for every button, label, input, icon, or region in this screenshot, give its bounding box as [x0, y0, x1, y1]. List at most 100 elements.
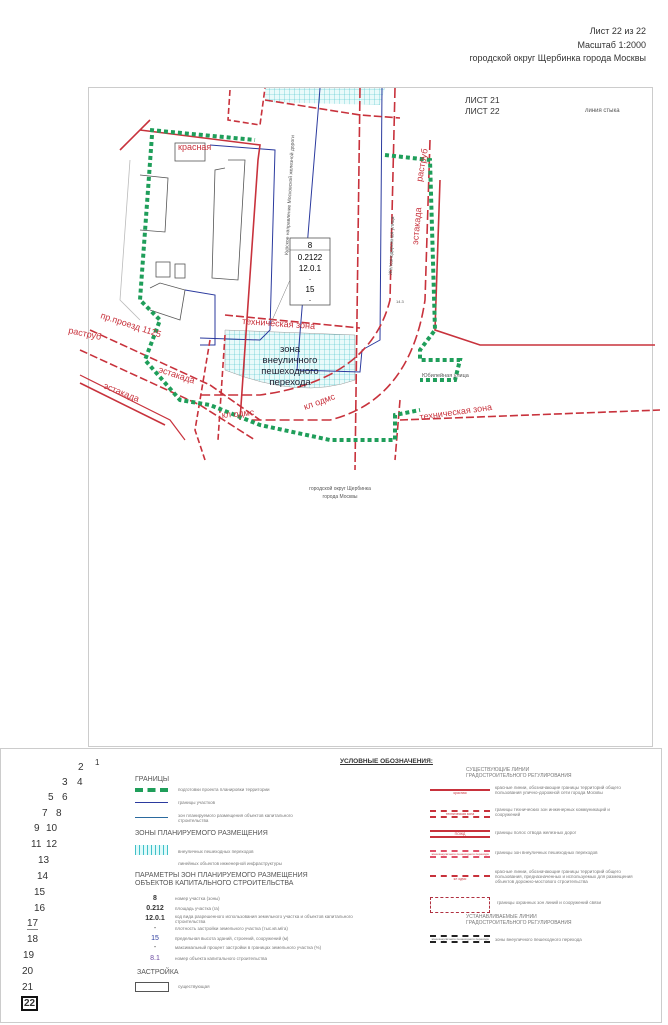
legend-established-list: зона внеуличного пешеходного перехода зо… — [430, 935, 655, 943]
legend-parcel-symbol — [135, 802, 168, 803]
param-key: 0.212 — [146, 904, 164, 912]
label-pedestrian-3: пешеходного — [261, 366, 318, 377]
label-height-mark: 14.3 — [396, 299, 405, 304]
existing-buildings — [119, 142, 246, 321]
district-title: городской округ Щербинка города Москвы — [469, 53, 646, 63]
label-yubileynaya: Юбилейная улица — [422, 372, 470, 379]
param-text: код вида разрешенного использования земе… — [175, 913, 353, 924]
label-kl-odms-right: кл одмс — [302, 391, 336, 412]
param-text: плотность застройки земельного участка (… — [175, 926, 288, 932]
label-tech-zone-center: техническая зона — [242, 316, 316, 331]
red-lines — [79, 87, 661, 471]
label-krasnaya: красная — [178, 142, 211, 152]
existing-tag: зона внеуличного пешеходного перехода — [431, 852, 489, 856]
param-key: 8 — [153, 895, 157, 903]
legend-params-heading: ПАРАМЕТРЫ ЗОН ПЛАНИРУЕМОГО РАЗМЕЩЕНИЯ ОБ… — [135, 872, 308, 887]
sheet-link[interactable]: 17 — [27, 918, 39, 930]
sheet-prev-label: ЛИСТ 21 — [465, 95, 500, 105]
label-rastrub-right: раструб — [414, 148, 430, 183]
sheet-link[interactable]: 4 — [77, 777, 83, 788]
param-text: площадь участка (га) — [175, 905, 220, 911]
legend-pedestrian-symbol — [135, 845, 168, 855]
sheet-link[interactable]: 1 — [95, 758, 100, 767]
sheet-link[interactable]: 16 — [34, 903, 46, 914]
sheet-link[interactable]: 19 — [23, 950, 35, 961]
legend-buildings-heading: ЗАСТРОЙКА — [137, 969, 179, 976]
param-text: предельная высота зданий, строений, соор… — [175, 935, 289, 941]
sheet-link[interactable]: 2 — [78, 762, 84, 773]
sheet-link[interactable]: 8 — [56, 808, 62, 819]
param-key: - — [153, 944, 157, 952]
legend-zone-item: линейных объектов инженерной инфраструкт… — [178, 861, 282, 866]
established-tag: зона внеуличного пешеходного перехода — [431, 937, 489, 941]
label-rastrub-left: раструб — [68, 325, 103, 342]
label-district-footer-2: города Москвы — [323, 494, 358, 500]
parcel-label-box[interactable]: 8 0.2122 12.0.1 - 15 - — [269, 237, 331, 326]
sheet-link[interactable]: 9 — [34, 823, 40, 834]
existing-text: красные линии, обозначающие границы терр… — [495, 785, 621, 795]
map-scale: Масштаб 1:2000 — [577, 40, 646, 50]
map-canvas[interactable]: 8 0.2122 12.0.1 - 15 - красная раструб э… — [0, 0, 668, 745]
label-estakada-right: эстакада — [410, 207, 423, 245]
sheet-link[interactable]: 10 — [46, 823, 58, 834]
sheet-current[interactable]: 22 — [21, 996, 39, 1011]
parcel-boundaries — [184, 87, 383, 373]
parcel-code: 12.0.1 — [299, 264, 322, 273]
join-line-label: линия стыка — [585, 108, 620, 114]
map-frame — [88, 87, 653, 747]
label-kl-odms-left: кл одмс — [221, 407, 255, 420]
legend-title: УСЛОВНЫЕ ОБОЗНАЧЕНИЯ: — [340, 758, 433, 765]
label-pedestrian-4: перехода — [269, 377, 311, 388]
existing-tag: техническая зона — [445, 812, 475, 816]
legend-existing-list: красная красные линии, обозначающие грани… — [430, 785, 655, 919]
sheet-link[interactable]: 5 — [48, 792, 54, 803]
param-text: максимальный процент застройки в граница… — [175, 945, 322, 951]
sheet-link[interactable]: 7 — [42, 808, 48, 819]
label-estakada-mid: эстакада — [157, 364, 196, 385]
sheet-link[interactable]: 14 — [37, 871, 49, 882]
sheet-link[interactable]: 3 — [62, 777, 68, 788]
sheet-link[interactable]: 6 — [62, 792, 68, 803]
label-district-footer-1: городской округ Щербинка — [309, 485, 371, 492]
param-text: номер участка (зоны) — [175, 896, 220, 902]
legend-project-boundary-symbol — [135, 788, 168, 792]
legend-zones-heading: ЗОНЫ ПЛАНИРУЕМОГО РАЗМЕЩЕНИЯ — [135, 830, 268, 837]
existing-tag: кл одмс — [453, 877, 467, 881]
pedestrian-zone-top — [265, 88, 385, 105]
legend-zone-symbol — [135, 817, 168, 818]
existing-text: границы технических зон инженерных комму… — [495, 807, 610, 817]
sheet-link[interactable]: 15 — [34, 887, 46, 898]
parcel-height: 15 — [306, 285, 315, 294]
pedestrian-zone-hatch — [224, 329, 356, 389]
project-boundary — [137, 128, 463, 442]
sheet-number: Лист 22 из 22 — [589, 26, 646, 36]
sheet-link[interactable]: 13 — [38, 855, 50, 866]
existing-text: красные линии, обозначающие границы терр… — [495, 869, 633, 884]
established-text: зоны внеуличного пешеходного перехода — [495, 937, 582, 942]
existing-text: границы полос отвода железных дорог — [495, 830, 577, 835]
sheet-link[interactable]: 20 — [22, 966, 34, 977]
legend-boundary-item: границы участков — [178, 800, 216, 805]
sheet-link[interactable]: 12 — [46, 839, 58, 850]
param-text: номер объекта капитального строительства — [175, 955, 267, 961]
legend-boundary-item: подготовки проекта планировки территории — [178, 787, 270, 792]
existing-text: границы охранных зон линий и сооружений … — [497, 900, 601, 905]
param-key: - — [153, 925, 157, 933]
label-pedestrian-2: внеуличного — [263, 355, 318, 366]
label-railway: Курское направление Московской железной … — [283, 135, 296, 255]
sheet-link[interactable]: 21 — [22, 982, 34, 993]
sheet-link[interactable]: 18 — [27, 934, 39, 945]
param-key: 8.1 — [150, 954, 160, 962]
existing-tag: ПОЖД — [454, 832, 466, 836]
existing-tag: красная — [453, 791, 467, 795]
label-railway-street: Железнодорожная улица — [388, 216, 396, 275]
legend-boundary-item: зон планируемого размещения объектов кап… — [178, 813, 293, 823]
legend-params-list: 8 номер участка (зоны) 0.212 площадь участ… — [135, 894, 435, 964]
label-estakada-low: эстакада — [102, 381, 141, 404]
parcel-area: 0.2122 — [298, 253, 323, 262]
parcel-percent: - — [309, 298, 311, 304]
legend-boundaries-heading: ГРАНИЦЫ — [135, 776, 170, 783]
sheet-link[interactable]: 11 — [31, 839, 42, 850]
existing-text: границы зон внеуличных пешеходных перехо… — [495, 850, 598, 855]
label-pedestrian-1: зона — [280, 344, 301, 355]
